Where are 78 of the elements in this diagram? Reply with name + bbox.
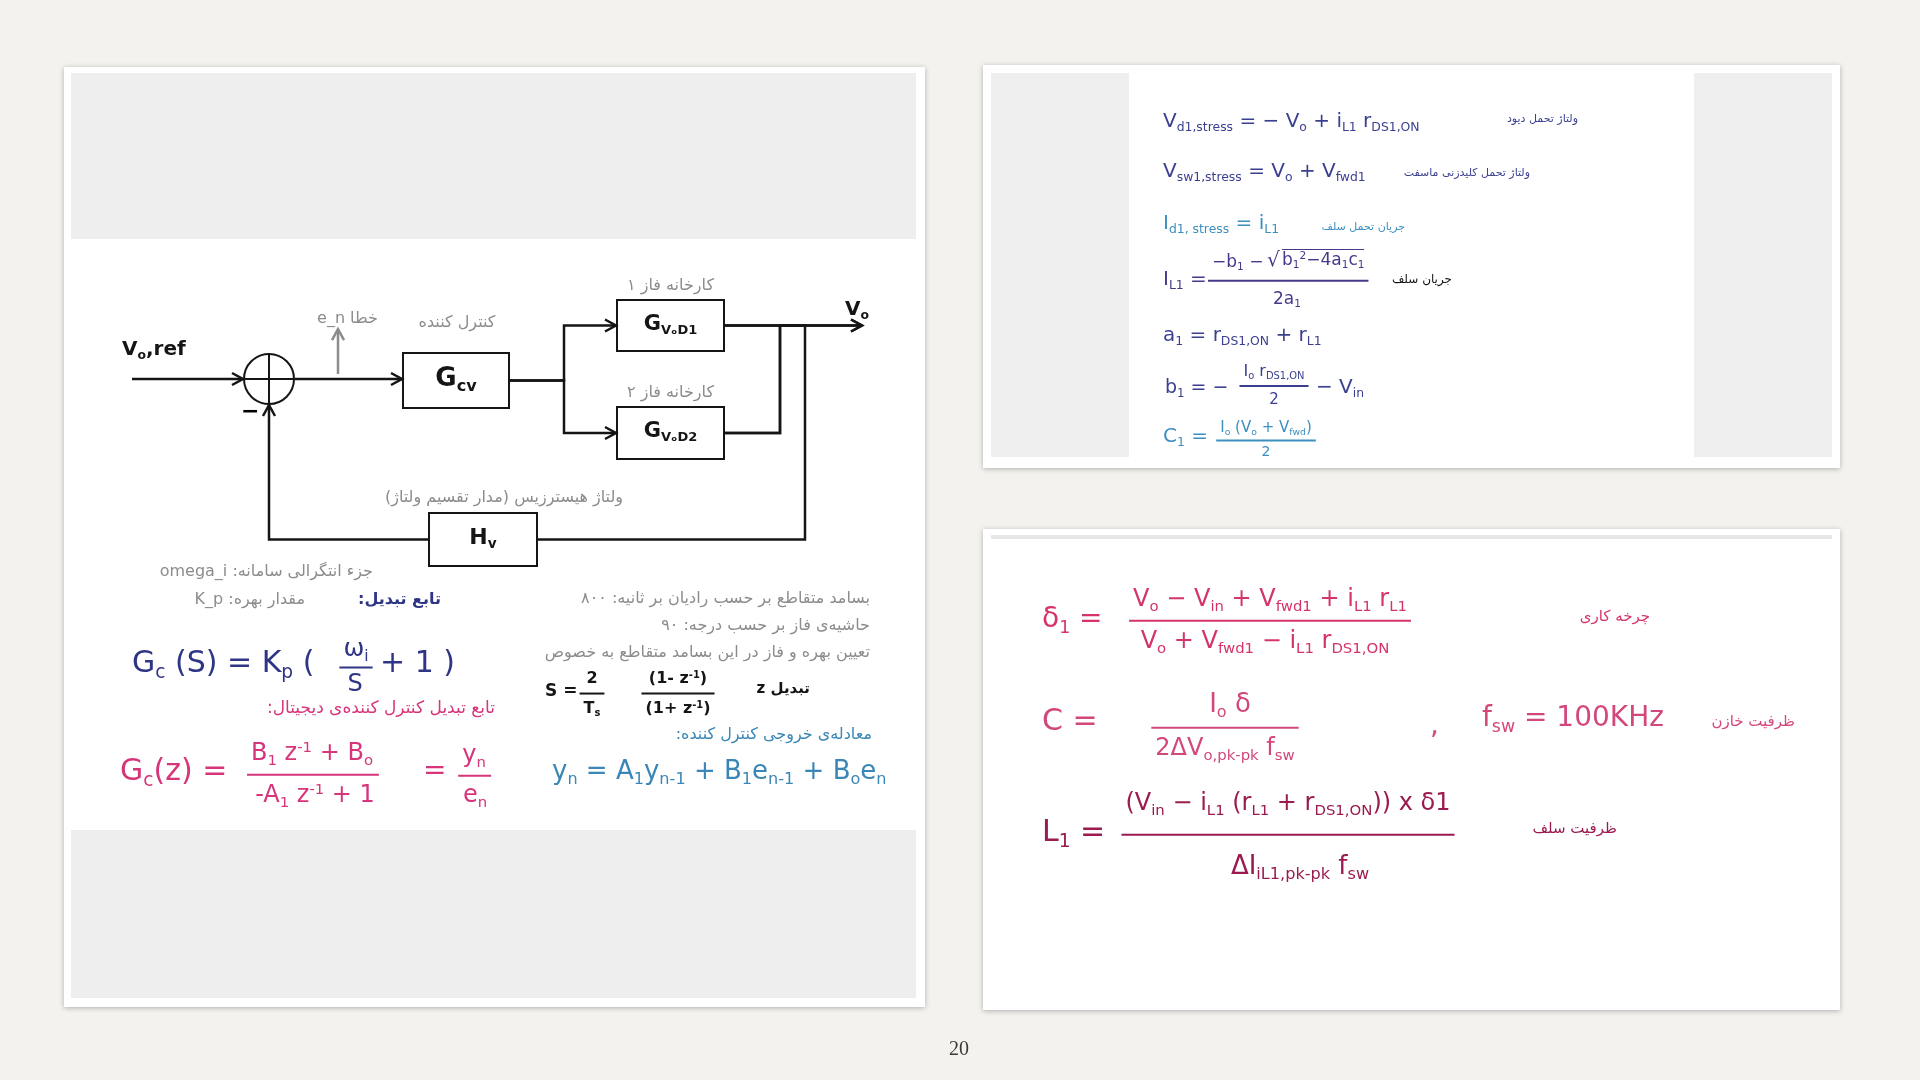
math-expression: b$_{1}$$^{2}$−4a$_{1}$c$_{1}$ — [1282, 249, 1365, 271]
math-expression: G$_{c}$(z) = — [120, 752, 228, 792]
arrow — [510, 379, 618, 441]
math-expression: (1+ z$^{-1}$) — [645, 698, 711, 719]
annotation-text: بسامد متقاطع بر حسب رادیان بر ثانیه: ۸۰۰ — [581, 588, 870, 610]
annotation-text: چرخه کاری — [1579, 607, 1650, 627]
block-label: G$_{VₒD2}$ — [643, 418, 698, 446]
math-expression: V$_{o}$ + V$_{fwd1}$ − i$_{L1}$ r$_{DS1,ON}$ — [1140, 626, 1390, 658]
annotation-text: حاشیه‌ی فاز بر حسب درجه: ۹۰ — [661, 615, 870, 637]
annotation-text: جریان تحمل سلف — [1321, 220, 1405, 235]
math-expression: −b$_{1}$ − — [1212, 251, 1264, 274]
math-expression: I$_{o}$ (V$_{o}$ + V$_{fwd}$) — [1220, 418, 1312, 438]
math-expression: S = — [545, 680, 578, 702]
math-expression: = — [423, 753, 447, 788]
annotation-text: مقدار بهره: K_p — [194, 589, 305, 611]
math-expression: y$_{n}$ = A$_{1}$y$_{n-1}$ + B$_{1}$e$_{n-1}$ + B$_{o}$e$_{n}$ — [552, 755, 887, 790]
math-expression: I$_{o}$ r$_{DS1,ON}$ — [1243, 361, 1305, 383]
block-label: G$_{cv}$ — [435, 361, 477, 396]
block-title: کارخانه فاز ۱ — [627, 275, 714, 295]
annotation-text: تبدیل z — [756, 679, 810, 699]
math-expression: -A$_{1}$ z$^{-1}$ + 1 — [255, 780, 375, 812]
block-title: کنترل کننده — [418, 312, 496, 332]
math-expression: V$_{o}$ − V$_{in}$ + V$_{fwd1}$ + i$_{L1}$ r$_{L1}$ — [1133, 584, 1407, 616]
block-title: ولتاژ هیسترزیس (مدار تقسیم ولتاژ) — [384, 487, 624, 507]
math-expression: a$_{1}$ = r$_{DS1,ON}$ + r$_{L1}$ — [1163, 322, 1322, 349]
math-expression: (1- z$^{-1}$) — [648, 668, 708, 689]
math-expression: V$_{d1,stress}$ = − V$_{o}$ + i$_{L1}$ r$_{DS1,ON}$ — [1163, 108, 1420, 135]
arrow — [261, 403, 428, 541]
annotation-text: ظرفیت سلف — [1532, 819, 1617, 839]
math-expression: √ — [1267, 247, 1280, 273]
math-expression: S — [347, 669, 363, 699]
math-expression: b$_{1}$ = − — [1165, 375, 1229, 401]
math-expression: − V$_{in}$ — [1316, 374, 1365, 401]
math-expression: L$_{1}$ = — [1042, 813, 1106, 853]
math-expression: 2 — [1269, 390, 1279, 410]
math-expression: (V$_{in}$ − i$_{L1}$ (r$_{L1}$ + r$_{DS1,ON}$)) x δ1 — [1125, 788, 1451, 820]
math-expression: I$_{d1, stress}$ = i$_{L1}$ — [1163, 210, 1280, 237]
math-expression: G$_{c}$ (S) = K$_{p}$ ( — [132, 644, 315, 684]
arrow — [132, 371, 245, 387]
signal-label: V$_{o}$,ref — [122, 336, 186, 363]
math-expression: V$_{sw1,stress}$ = V$_{o}$ + V$_{fwd1}$ — [1163, 158, 1366, 185]
minus-sign: − — [241, 399, 260, 424]
math-expression: 2a$_{1}$ — [1273, 288, 1301, 311]
block-label: H$_{v}$ — [469, 523, 497, 553]
block-title: کارخانه فاز ۲ — [627, 382, 714, 402]
math-expression: 2 — [1261, 443, 1271, 461]
page-number: 20 — [949, 1036, 969, 1061]
math-expression: I$_{L1}$ = — [1163, 266, 1207, 293]
section-heading: تابع تبدیل کنترل کننده‌ی دیجیتال: — [266, 697, 495, 720]
math-expression: C$_{1}$ = — [1163, 423, 1208, 450]
annotation-text: ظرفیت خازن — [1711, 712, 1795, 732]
arrow — [295, 371, 404, 387]
signal-label: خطا e_n — [317, 308, 378, 330]
math-expression: , — [1430, 708, 1439, 743]
annotation-text: تعیین بهره و فاز در این بسامد متقاطع به خصوص — [544, 642, 870, 664]
annotation-text: ولتاژ تحمل دیود — [1506, 112, 1578, 127]
math-expression: B$_{1}$ z$^{-1}$ + B$_{o}$ — [251, 738, 373, 770]
math-expression: δ$_{1}$ = — [1042, 601, 1103, 638]
math-expression: 2 — [586, 668, 598, 689]
math-expression: C = — [1042, 702, 1098, 739]
math-expression: ω$_{i}$ — [343, 633, 369, 666]
section-heading: تابع تبدیل: — [358, 589, 441, 610]
signal-label: V$_{o}$ — [845, 296, 869, 322]
math-expression: e$_{n}$ — [462, 780, 488, 812]
math-expression: T$_{s}$ — [583, 698, 601, 720]
block-label: G$_{VₒD1}$ — [643, 310, 698, 338]
annotation-text: جزء انتگرالی سامانه: omega_i — [159, 561, 373, 583]
math-expression: I$_{o}$ δ — [1209, 688, 1251, 723]
math-expression: f$_{sw}$ = 100KHz — [1482, 700, 1664, 737]
math-expression: 2ΔV$_{o,pk-pk}$ f$_{sw}$ — [1155, 733, 1295, 765]
section-heading: معادله‌ی خروجی کنترل کننده: — [675, 724, 872, 746]
math-expression: ΔI$_{iL1,pk-pk}$ f$_{sw}$ — [1230, 850, 1370, 885]
connector-line — [536, 324, 807, 541]
annotation-text: جریان سلف — [1391, 272, 1452, 288]
math-expression: + 1 ) — [380, 644, 455, 681]
arrow — [330, 327, 346, 374]
math-expression: y$_{n}$ — [462, 740, 486, 772]
annotation-text: ولتاژ تحمل کلیدزنی ماسفت — [1403, 166, 1530, 181]
